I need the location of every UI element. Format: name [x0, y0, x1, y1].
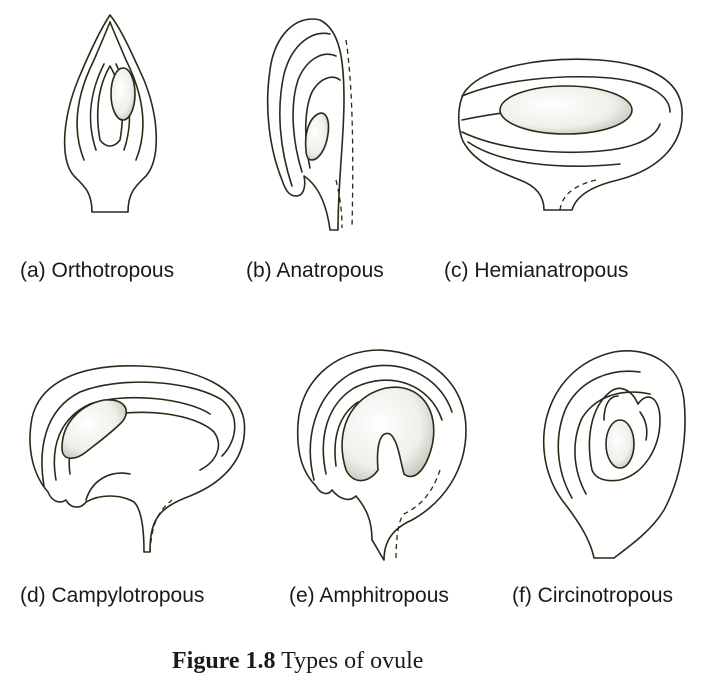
figure-caption: Figure 1.8 Types of ovule [172, 648, 423, 674]
ovule-campylotropous [29, 365, 246, 553]
label-anatropous: (b) Anatropous [246, 259, 384, 282]
label-circinotropous: (f) Circinotropous [512, 584, 673, 607]
label-orthotropous: (a) Orthotropous [20, 259, 174, 282]
ovule-hemianatropous [457, 58, 683, 211]
label-campylotropous: (d) Campylotropous [20, 584, 204, 607]
label-amphitropous: (e) Amphitropous [289, 584, 449, 607]
caption-number: Figure 1.8 [172, 648, 276, 674]
label-hemianatropous: (c) Hemianatropous [444, 259, 628, 282]
ovule-orthotropous [63, 14, 158, 213]
ovule-amphitropous [296, 349, 467, 561]
caption-text: Types of ovule [276, 648, 424, 674]
ovule-circinotropous [542, 350, 686, 559]
ovule-anatropous [266, 18, 354, 231]
